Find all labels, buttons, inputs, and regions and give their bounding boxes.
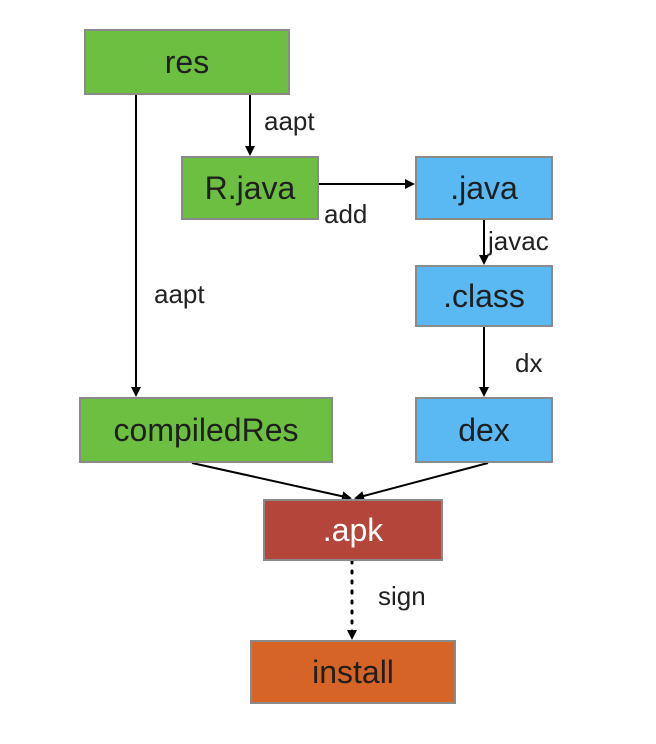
arrow-compiledres-to-apk	[191, 462, 352, 502]
node-install: install	[250, 640, 456, 704]
arrow-dex-to-apk	[354, 462, 489, 501]
edge-label-aapt-compiledres: aapt	[154, 279, 205, 309]
node-compiled-res: compiledRes	[79, 397, 333, 463]
edge-label-add: add	[324, 199, 368, 229]
node-java: .java	[415, 156, 553, 220]
node-apk: .apk	[263, 499, 443, 561]
node-r-java: R.java	[181, 156, 319, 220]
node-res: res	[84, 29, 290, 95]
edge-label-javac: javac	[488, 226, 549, 256]
edge-label-dx: dx	[515, 348, 543, 378]
edge-label-aapt-rjava: aapt	[264, 106, 315, 136]
edge-label-sign: sign	[378, 581, 426, 611]
node-class: .class	[415, 265, 553, 327]
node-dex: dex	[415, 397, 553, 463]
